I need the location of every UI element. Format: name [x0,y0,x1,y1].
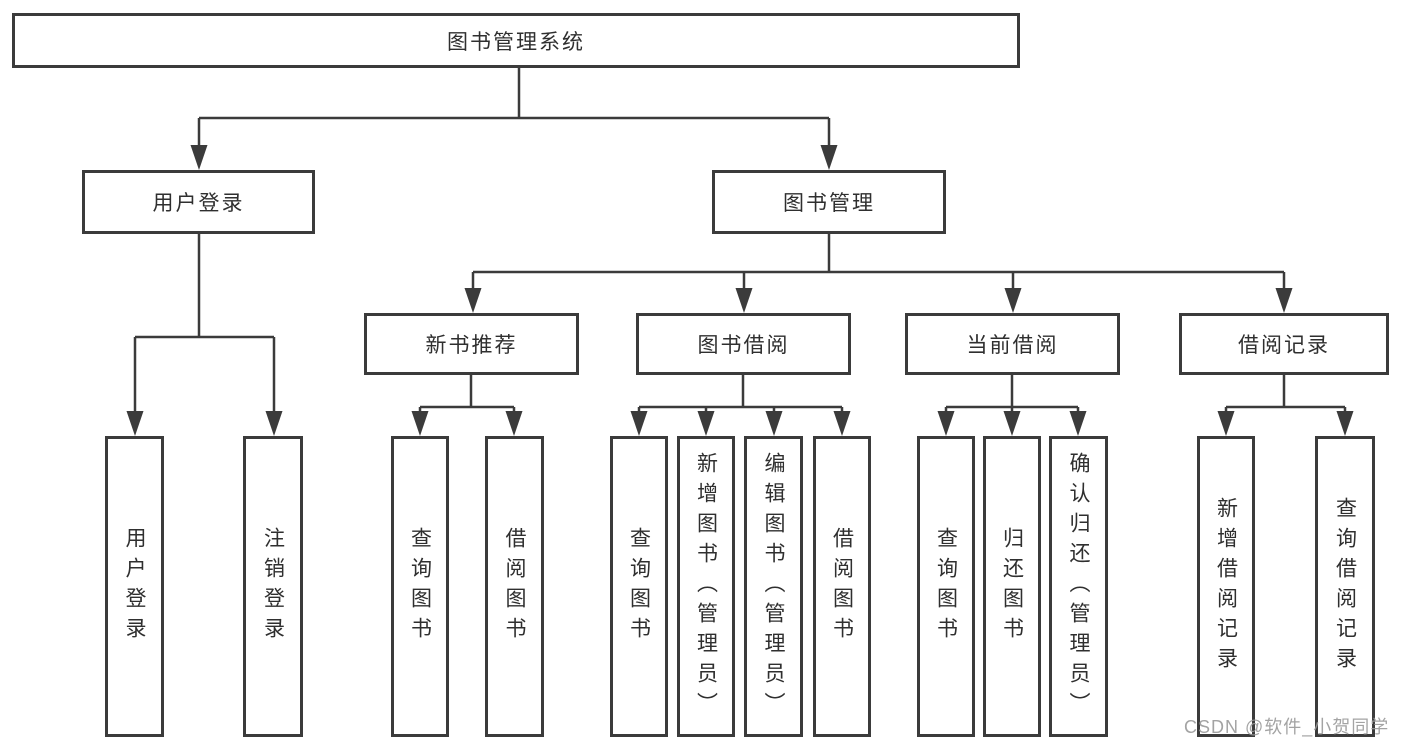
leaf-add-books-admin-label: 新增图书（管理员） [694,451,718,722]
leaf-edit-books-admin-label: 编辑图书（管理员） [762,451,785,722]
leaf-logout-label: 注销登录 [261,526,285,647]
node-book-management: 图书管理 [712,170,946,234]
leaf-borrow-books-newbook-label: 借阅图书 [503,526,526,647]
leaf-user-login-label: 用户登录 [123,526,146,647]
leaf-add-books-admin: 新增图书（管理员） [677,436,735,737]
csdn-watermark: CSDN @软件_小贺同学 [1184,717,1390,737]
leaf-query-books-current: 查询图书 [917,436,975,737]
leaf-query-books-borrow-label: 查询图书 [627,526,651,647]
leaf-user-login: 用户登录 [105,436,164,737]
node-library-system: 图书管理系统 [12,13,1020,68]
node-borrowing-records: 借阅记录 [1179,313,1389,375]
leaf-query-books-newbook: 查询图书 [391,436,449,737]
node-borrowing-records-label: 借阅记录 [1238,334,1330,357]
node-user-login: 用户登录 [82,170,315,234]
leaf-borrow-books-newbook: 借阅图书 [485,436,544,737]
node-library-system-label: 图书管理系统 [447,30,585,54]
leaf-return-books: 归还图书 [983,436,1041,737]
leaf-query-borrow-record-label: 查询借阅记录 [1333,496,1357,677]
leaf-add-borrow-record: 新增借阅记录 [1197,436,1255,737]
leaf-add-borrow-record-label: 新增借阅记录 [1214,496,1238,677]
node-new-book-recommend-label: 新书推荐 [425,334,518,357]
leaf-query-books-borrow: 查询图书 [610,436,668,737]
node-current-borrowing: 当前借阅 [905,313,1120,375]
node-user-login-label: 用户登录 [152,192,245,215]
node-new-book-recommend: 新书推荐 [364,313,579,375]
node-current-borrowing-label: 当前借阅 [966,334,1059,357]
leaf-confirm-return-admin: 确认归还（管理员） [1049,436,1108,737]
leaf-query-borrow-record: 查询借阅记录 [1315,436,1375,737]
leaf-borrow-books-label: 借阅图书 [830,526,854,647]
leaf-confirm-return-admin-label: 确认归还（管理员） [1067,451,1090,722]
node-book-borrowing: 图书借阅 [636,313,851,375]
leaf-return-books-label: 归还图书 [1000,526,1024,647]
leaf-borrow-books: 借阅图书 [813,436,871,737]
leaf-edit-books-admin: 编辑图书（管理员） [744,436,803,737]
node-book-borrowing-label: 图书借阅 [697,334,790,357]
leaf-logout: 注销登录 [243,436,303,737]
leaf-query-books-current-label: 查询图书 [934,526,958,647]
node-book-management-label: 图书管理 [783,192,875,215]
leaf-query-books-newbook-label: 查询图书 [408,526,432,647]
